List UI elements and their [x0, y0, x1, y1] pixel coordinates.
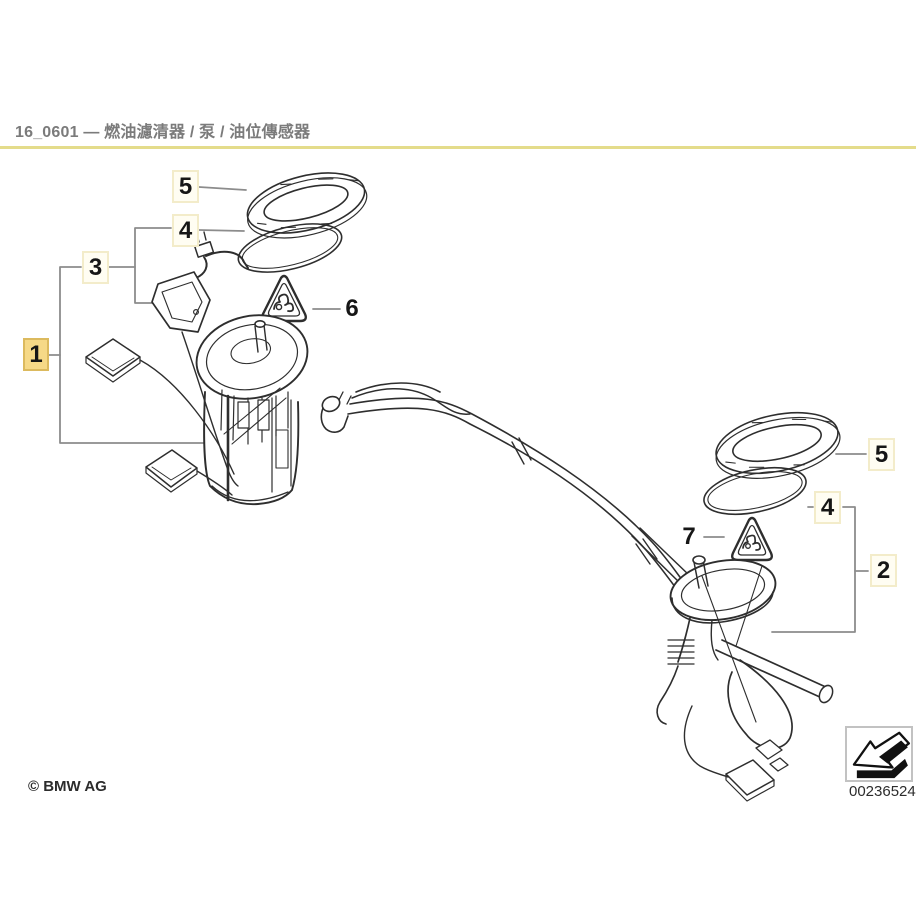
callout-4-right[interactable]: 4 [814, 491, 841, 524]
right-o-ring [703, 466, 807, 516]
callout-leader-lines [48, 186, 869, 633]
damping-pad-lower [145, 449, 233, 496]
installation-direction-arrow-icon [845, 726, 913, 782]
fuel-supply-lines [320, 382, 691, 596]
bmw-copyright: © BMW AG [28, 778, 107, 795]
callout-1[interactable]: 1 [23, 338, 49, 371]
callout-6[interactable]: 6 [345, 295, 359, 322]
fuel-warning-triangle-icon [730, 516, 774, 562]
diagram-image-number: 00236524 [849, 783, 916, 800]
page-title: 16_0601 — 燃油濾清器 / 泵 / 油位傳感器 [15, 124, 311, 141]
right-filter-sensor-unit [656, 555, 834, 802]
callout-5-left[interactable]: 5 [172, 170, 199, 203]
damping-pad-upper [85, 338, 235, 475]
left-o-ring [237, 223, 343, 273]
callout-7[interactable]: 7 [682, 523, 696, 550]
fuel-warning-triangle-icon [260, 274, 308, 323]
fuel-level-sensor [151, 231, 249, 487]
callout-3[interactable]: 3 [82, 251, 109, 284]
title-divider [0, 146, 916, 149]
right-locking-ring [715, 411, 841, 479]
callout-5-right[interactable]: 5 [868, 438, 895, 471]
left-pump-module [195, 314, 309, 506]
callout-2[interactable]: 2 [870, 554, 897, 587]
callout-4-left[interactable]: 4 [172, 214, 199, 247]
left-locking-ring [246, 172, 368, 239]
